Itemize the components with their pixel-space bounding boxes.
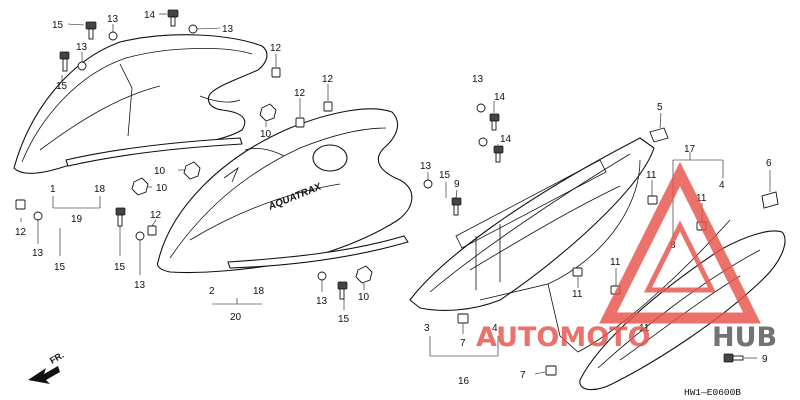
callout-1: 1 <box>50 184 56 195</box>
callout-15: 15 <box>338 314 350 325</box>
watermark-brand-right: HUB <box>712 322 777 353</box>
washer-icon <box>478 137 488 147</box>
nut-icon <box>259 103 277 122</box>
callout-12: 12 <box>294 88 306 99</box>
washer-icon <box>423 179 433 189</box>
bolt-icon <box>85 21 97 40</box>
callout-13: 13 <box>76 42 88 53</box>
callout-7: 7 <box>460 338 466 349</box>
front-direction-indicator: FR. <box>28 350 66 384</box>
callout-18: 18 <box>253 286 265 297</box>
front-label: FR. <box>48 350 66 366</box>
callout-10: 10 <box>260 129 272 140</box>
callout-7: 7 <box>520 370 526 381</box>
callout-13: 13 <box>107 14 119 25</box>
callout-5: 5 <box>657 102 663 113</box>
bolt-icon <box>493 145 504 163</box>
callout-6: 6 <box>766 158 772 169</box>
clip-icon <box>295 117 305 128</box>
callout-13: 13 <box>472 74 484 85</box>
side-panel-right <box>409 137 655 311</box>
side-cover-lower-right <box>579 230 786 391</box>
callout-2: 2 <box>209 286 215 297</box>
washer-icon <box>476 103 486 113</box>
callout-9: 9 <box>762 354 768 365</box>
clip-icon <box>647 195 658 205</box>
callout-11: 11 <box>696 193 707 204</box>
clip-icon <box>572 267 583 277</box>
trim-strip-upper <box>65 137 243 167</box>
clip-icon <box>610 285 621 295</box>
callout-13: 13 <box>420 161 432 172</box>
callout-3: 3 <box>424 323 430 334</box>
callout-13: 13 <box>316 296 328 307</box>
drawing-code: HW1—E0600B <box>684 387 741 398</box>
clip-icon <box>457 313 469 324</box>
callout-4: 4 <box>492 323 498 334</box>
callout-14: 14 <box>494 92 506 103</box>
bolt-icon <box>723 353 744 363</box>
clip-icon <box>323 101 333 112</box>
callout-11: 11 <box>639 323 650 334</box>
side-cover-lower-center: AQUATRAX <box>156 108 413 274</box>
callout-18: 18 <box>94 184 106 195</box>
clip-icon <box>696 221 707 231</box>
nut-icon <box>131 177 149 196</box>
callout-19: 19 <box>71 214 83 225</box>
nut-icon <box>183 161 201 180</box>
washer-icon <box>135 231 145 241</box>
callout-16: 16 <box>458 376 470 387</box>
callout-15: 15 <box>439 170 451 181</box>
bolt-icon <box>115 207 126 227</box>
clip-icon <box>15 199 26 210</box>
washer-icon <box>108 31 118 41</box>
callout-labels: 15 13 14 13 13 15 12 12 12 10 13 14 14 1… <box>15 10 772 387</box>
callout-11: 11 <box>610 257 621 268</box>
callout-8: 8 <box>670 240 676 251</box>
callout-15: 15 <box>56 81 68 92</box>
callout-17: 17 <box>684 144 696 155</box>
clip-icon <box>147 225 157 236</box>
bracket-icon <box>761 191 779 209</box>
front-arrow-icon <box>28 366 60 384</box>
callout-14: 14 <box>144 10 156 21</box>
bolt-icon <box>451 197 462 216</box>
callout-14: 14 <box>500 134 512 145</box>
callout-11: 11 <box>572 289 583 300</box>
callout-13: 13 <box>222 24 234 35</box>
bolt-icon <box>337 281 348 300</box>
bracket-icon <box>649 127 669 143</box>
bolt-icon <box>167 9 179 27</box>
clip-icon <box>271 67 281 78</box>
callout-15: 15 <box>114 262 126 273</box>
callout-15: 15 <box>52 20 64 31</box>
callout-11: 11 <box>646 170 657 181</box>
callout-12: 12 <box>15 227 27 238</box>
callout-10: 10 <box>156 183 168 194</box>
washer-icon <box>33 211 43 221</box>
callout-10: 10 <box>154 166 166 177</box>
callout-4: 4 <box>719 180 725 191</box>
callout-12: 12 <box>150 210 162 221</box>
callout-20: 20 <box>230 312 242 323</box>
callout-13: 13 <box>32 248 44 259</box>
washer-icon <box>317 271 327 281</box>
nut-icon <box>355 265 373 284</box>
washer-icon <box>188 24 198 34</box>
callout-12: 12 <box>322 74 334 85</box>
callout-10: 10 <box>358 292 370 303</box>
callout-9: 9 <box>454 179 460 190</box>
bolt-icon <box>59 51 70 72</box>
callout-12: 12 <box>270 43 282 54</box>
clip-icon <box>545 365 557 376</box>
trim-strip-lower <box>227 235 409 269</box>
bolt-icon <box>489 113 500 131</box>
callout-13: 13 <box>134 280 146 291</box>
callout-15: 15 <box>54 262 66 273</box>
washer-icon <box>77 61 87 71</box>
